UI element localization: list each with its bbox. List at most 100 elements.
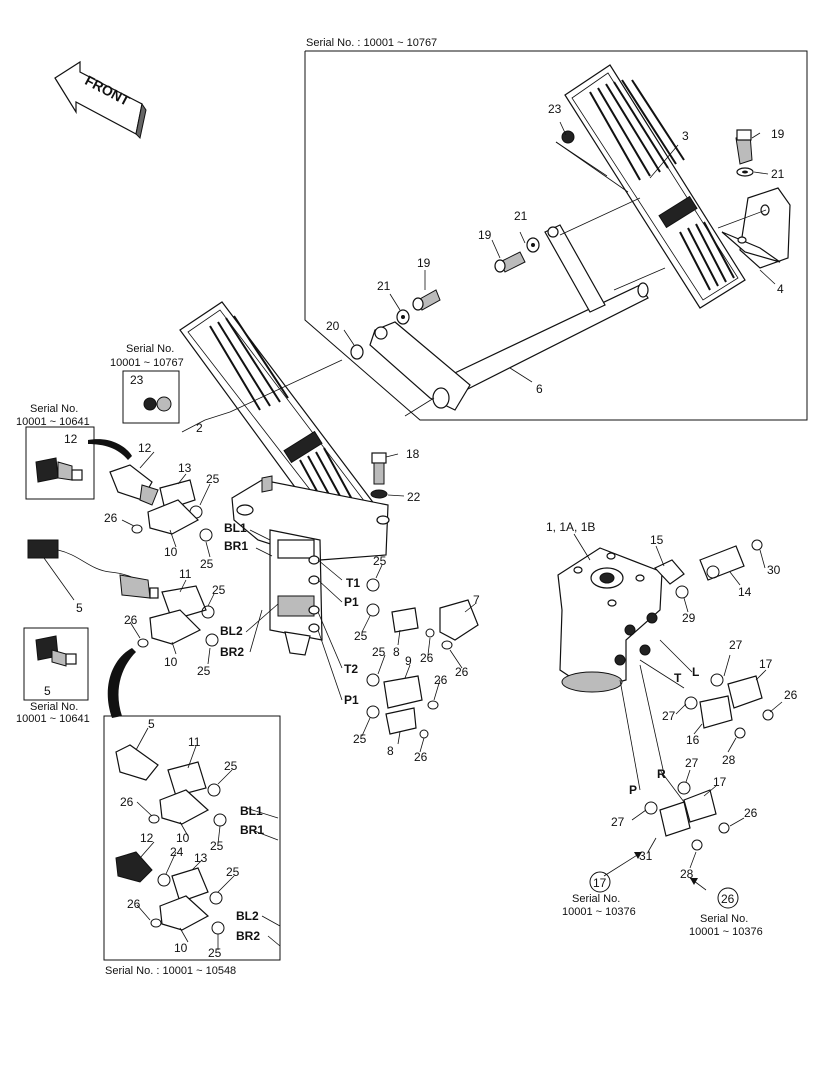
label-10-d: 10: [174, 941, 188, 955]
caption-17-line1: Serial No.: [572, 893, 620, 905]
label-26-i: 26: [784, 688, 798, 702]
fittings-16-17-31: [644, 673, 774, 851]
label-25-g: 25: [372, 645, 386, 659]
label-26-d: 26: [455, 665, 469, 679]
label-23-b: 23: [130, 373, 144, 387]
label-10-a: 10: [164, 545, 178, 559]
label-2: 2: [196, 421, 203, 435]
port-br2-b: BR2: [236, 929, 260, 943]
label-4: 4: [777, 282, 784, 296]
sensor-5-assembly: [27, 539, 219, 648]
label-17-b: 17: [713, 775, 727, 789]
caption-5-line1: Serial No.: [30, 701, 78, 713]
port-br2-a: BR2: [220, 645, 244, 659]
label-31: 31: [639, 849, 653, 863]
port-p1-b: P1: [344, 693, 359, 707]
label-25-a: 25: [206, 472, 220, 486]
fittings-7-8-9: [366, 578, 479, 739]
port-br1-a: BR1: [224, 539, 248, 553]
label-25-i: 25: [224, 759, 238, 773]
caption-26-line1: Serial No.: [700, 913, 748, 925]
label-18: 18: [406, 447, 420, 461]
label-5-box: 5: [44, 684, 51, 698]
port-br1-b: BR1: [240, 823, 264, 837]
port-l: L: [692, 665, 699, 679]
port-p1-a: P1: [344, 595, 359, 609]
label-3: 3: [682, 129, 689, 143]
label-5-frame: 5: [148, 717, 155, 731]
frame-top-right-label: Serial No. : 10001 ~ 10767: [306, 37, 437, 49]
frame-top-right: Serial No. : 10001 ~ 10767: [304, 37, 808, 421]
label-11-a: 11: [179, 567, 192, 581]
pedal-upper: [564, 64, 746, 309]
caption-5-line2: 10001 ~ 10641: [16, 713, 90, 725]
label-26-g: 26: [120, 795, 134, 809]
label-8-b: 8: [387, 744, 394, 758]
label-28-a: 28: [722, 753, 736, 767]
frame-bottom-left-label: Serial No. : 10001 ~ 10548: [105, 965, 236, 977]
part-number-labels: 1, 1A, 1B 2 3 4 5 5 5 6 7 8 8 9 10 10 10…: [44, 102, 798, 960]
label-10-c: 10: [176, 831, 190, 845]
label-24: 24: [170, 845, 184, 859]
caption-23-line1: Serial No.: [126, 343, 174, 355]
label-22: 22: [407, 490, 421, 504]
label-30: 30: [767, 563, 781, 577]
label-15: 15: [650, 533, 664, 547]
steering-unit: [557, 539, 763, 693]
label-10-b: 10: [164, 655, 178, 669]
label-21-a: 21: [771, 167, 785, 181]
circled-callouts: [589, 851, 739, 909]
label-19-c: 19: [417, 256, 431, 270]
label-25-h: 25: [353, 732, 367, 746]
label-26-f: 26: [414, 750, 428, 764]
callout-box-5: [23, 627, 89, 701]
port-t1: T1: [346, 576, 360, 590]
label-7: 7: [473, 593, 480, 607]
port-p: P: [629, 783, 637, 797]
port-bl2-b: BL2: [236, 909, 259, 923]
callout-box-12: [25, 426, 95, 500]
caption-26-line2: 10001 ~ 10376: [689, 926, 763, 938]
caption-23-line2: 10001 ~ 10767: [110, 357, 184, 369]
label-20: 20: [326, 319, 340, 333]
label-26-c: 26: [420, 651, 434, 665]
label-26-b: 26: [124, 613, 138, 627]
label-17-a: 17: [759, 657, 773, 671]
bolts-washers: [350, 129, 754, 360]
label-12-frame: 12: [140, 831, 154, 845]
brake-valve-body: [231, 475, 390, 656]
port-bl1-a: BL1: [224, 521, 247, 535]
label-13-b: 13: [194, 851, 208, 865]
label-19-b: 19: [478, 228, 492, 242]
label-26-h: 26: [127, 897, 141, 911]
port-t2: T2: [344, 662, 358, 676]
label-21-b: 21: [514, 209, 528, 223]
label-5: 5: [76, 601, 83, 615]
label-19-a: 19: [771, 127, 785, 141]
bracket: [721, 187, 791, 269]
label-25-l: 25: [208, 946, 222, 960]
label-27-c: 27: [685, 756, 699, 770]
label-25-j: 25: [210, 839, 224, 853]
label-13-a: 13: [178, 461, 192, 475]
label-27-d: 27: [611, 815, 625, 829]
front-arrow: FRONT: [54, 60, 147, 140]
label-14: 14: [738, 585, 752, 599]
label-16: 16: [686, 733, 700, 747]
callout-box-23: [122, 370, 180, 424]
switch-12-assembly: [109, 464, 213, 542]
label-6: 6: [536, 382, 543, 396]
label-28-b: 28: [680, 867, 694, 881]
label-27-a: 27: [729, 638, 743, 652]
shaft: [369, 224, 649, 411]
label-25-b: 25: [200, 557, 214, 571]
label-12-box: 12: [64, 432, 78, 446]
label-9: 9: [405, 654, 412, 668]
port-r: R: [657, 767, 666, 781]
label-23-a: 23: [548, 102, 562, 116]
label-25-d: 25: [197, 664, 211, 678]
label-29: 29: [682, 611, 696, 625]
label-26-a: 26: [104, 511, 118, 525]
label-11-b: 11: [188, 735, 201, 749]
